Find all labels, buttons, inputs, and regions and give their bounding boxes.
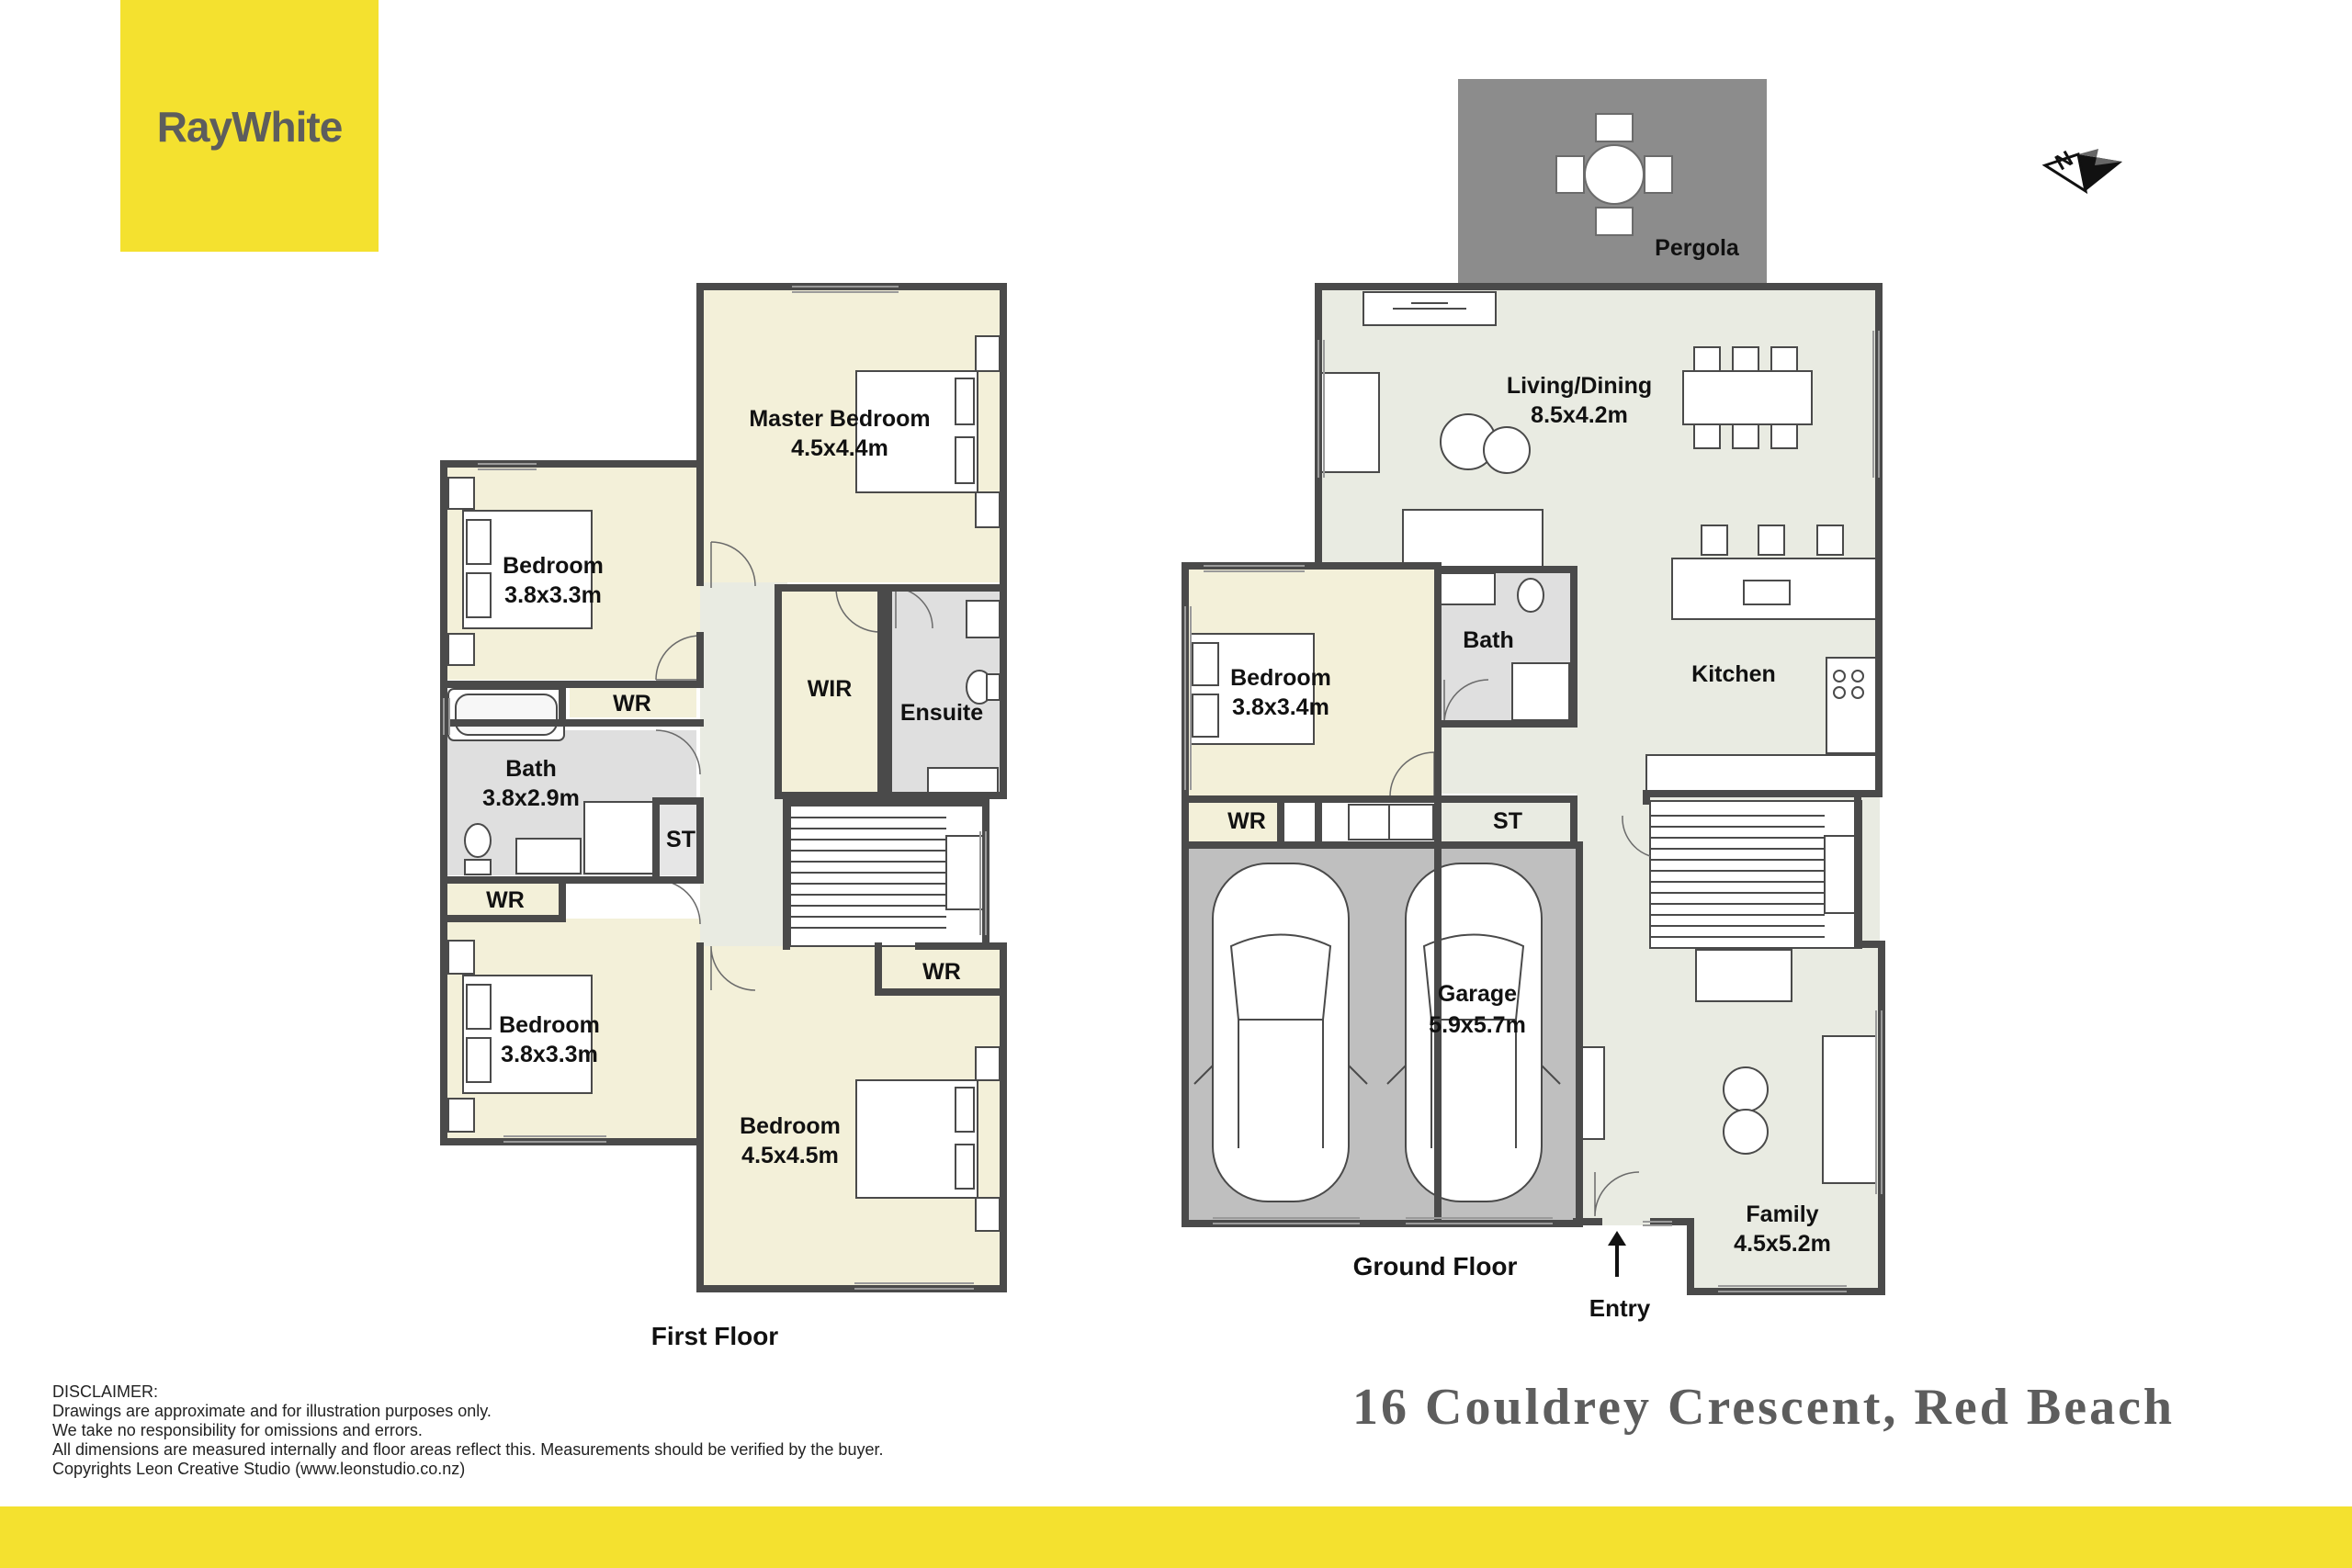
st-label: ST <box>666 827 695 852</box>
bedroom-sw-size: 3.8x3.3m <box>501 1042 598 1067</box>
kitchen-label: Kitchen <box>1691 661 1776 687</box>
wr-ground-room <box>1185 799 1281 843</box>
pergola-label: Pergola <box>1655 235 1740 261</box>
wir-label: WIR <box>808 676 853 702</box>
first-floor-stairs <box>789 803 984 947</box>
bedroom-se-size: 4.5x4.5m <box>741 1143 839 1168</box>
property-address: 16 Couldrey Crescent, Red Beach <box>1352 1379 2176 1436</box>
north-arrow-icon: N <box>2041 146 2122 195</box>
wr-ground-label: WR <box>1227 808 1266 834</box>
disclaimer: DISCLAIMER: Drawings are approximate and… <box>52 1382 883 1479</box>
bedroom-ground-label: Bedroom <box>1230 665 1331 691</box>
bedroom-nw-label: Bedroom <box>503 553 604 579</box>
disclaimer-line: We take no responsibility for omissions … <box>52 1421 423 1439</box>
bath-ground-label: Bath <box>1463 627 1514 653</box>
raywhite-logo: RayWhite <box>120 0 379 252</box>
disclaimer-heading: DISCLAIMER: <box>52 1382 159 1401</box>
st-closet <box>660 801 700 875</box>
ground-floor-stairs <box>1649 800 1862 949</box>
st-ground-label: ST <box>1493 808 1522 834</box>
family-label: Family <box>1746 1201 1818 1227</box>
pergola-table <box>1555 113 1673 236</box>
bath-label: Bath <box>505 756 557 782</box>
living-dining-size: 8.5x4.2m <box>1531 402 1628 428</box>
disclaimer-line: Copyrights Leon Creative Studio (www.leo… <box>52 1460 466 1478</box>
wr-nw-room <box>570 684 696 717</box>
st-ground-room <box>1438 799 1574 843</box>
first-floor-windows <box>443 286 987 1290</box>
ground-floor-windows <box>1184 331 1883 1292</box>
wr-se-label: WR <box>922 959 961 985</box>
wir-room <box>778 588 881 795</box>
ensuite-label: Ensuite <box>900 700 983 726</box>
wr-sw-room <box>444 880 561 919</box>
first-floor-doors <box>655 541 933 991</box>
ground-floor-doors <box>1389 679 1651 1217</box>
landing-area <box>700 582 787 946</box>
entry-label: Entry <box>1589 1294 1651 1322</box>
first-floor-furniture <box>447 335 1001 1232</box>
logo-text: RayWhite <box>156 103 344 151</box>
ground-floor-title: Ground Floor <box>1353 1252 1518 1280</box>
garage-size: 5.9x5.7m <box>1429 1012 1526 1038</box>
garage-label: Garage <box>1438 981 1517 1007</box>
wr-nw-label: WR <box>613 691 651 716</box>
master-bedroom-size: 4.5x4.4m <box>791 435 888 461</box>
wr-sw-label: WR <box>486 887 525 913</box>
bedroom-sw-label: Bedroom <box>499 1012 600 1038</box>
bedroom-ground-size: 3.8x3.4m <box>1232 694 1329 720</box>
family-size: 4.5x5.2m <box>1734 1231 1831 1257</box>
ground-floor-furniture <box>1190 291 1879 1184</box>
wr-se-room <box>878 952 1001 992</box>
entry-arrow <box>1608 1231 1626 1277</box>
disclaimer-line: All dimensions are measured internally a… <box>52 1440 884 1459</box>
disclaimer-line: Drawings are approximate and for illustr… <box>52 1402 492 1420</box>
master-bedroom-label: Master Bedroom <box>749 406 930 432</box>
bedroom-se-label: Bedroom <box>740 1113 841 1139</box>
entry-area <box>1577 1176 1690 1225</box>
first-floor-title: First Floor <box>651 1322 779 1350</box>
bath-size: 3.8x2.9m <box>482 785 580 811</box>
first-floor-plan: Master Bedroom 4.5x4.4m Bedroom 3.8x3.3m… <box>440 283 1007 1350</box>
living-dining-label: Living/Dining <box>1507 373 1652 399</box>
ground-floor-plan: N Pergola Living/Dining 8.5x4.2m Kitchen… <box>1182 79 2122 1322</box>
bottom-brand-band <box>0 1506 2352 1568</box>
bedroom-nw-size: 3.8x3.3m <box>504 582 602 608</box>
